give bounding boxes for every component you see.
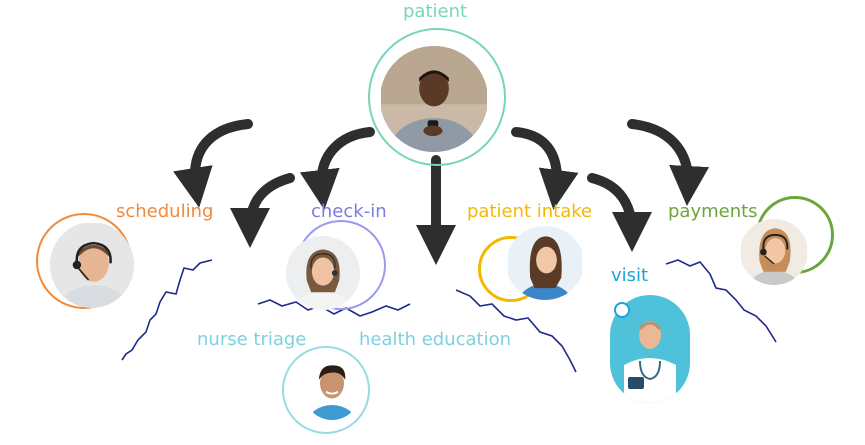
check-in-image	[286, 236, 360, 310]
squiggle-left	[121, 259, 213, 361]
health-education-image	[302, 357, 362, 420]
patient-ring	[368, 28, 506, 166]
check-in-label: check-in	[311, 201, 387, 222]
scheduling-label: scheduling	[116, 201, 214, 222]
payments-photo	[740, 219, 808, 285]
squiggle-intake	[455, 289, 577, 373]
scheduling-image	[50, 223, 134, 308]
arrow-to-payments	[627, 119, 710, 206]
health-education-label: health education	[359, 329, 512, 350]
arrow-to-patient-intake	[511, 127, 579, 210]
patient-intake-image	[508, 226, 582, 300]
squiggle-center	[257, 299, 411, 317]
patient-photo	[380, 46, 488, 152]
arrow-to-visit	[587, 173, 652, 252]
patient-intake-photo	[506, 226, 584, 300]
payments-label: payments	[668, 201, 758, 222]
visit-pin-icon	[614, 302, 630, 318]
health-education-photo	[302, 354, 362, 420]
patient-intake-label: patient intake	[467, 201, 593, 222]
payments-image	[741, 219, 807, 285]
squiggle-right	[665, 259, 777, 343]
visit-label: visit	[611, 265, 649, 286]
nurse-triage-label: nurse triage	[197, 329, 307, 350]
check-in-photo	[286, 236, 360, 310]
scheduling-photo	[50, 222, 134, 308]
arrow-to-nurse-triage	[230, 173, 295, 248]
patient-label: patient	[403, 1, 468, 22]
arrow-to-scheduling	[173, 119, 253, 208]
health-education-ring	[282, 346, 370, 434]
patient-image	[381, 46, 487, 152]
visit-photo	[610, 295, 690, 403]
arrow-to-check-in	[299, 127, 375, 210]
visit-image	[610, 295, 690, 403]
